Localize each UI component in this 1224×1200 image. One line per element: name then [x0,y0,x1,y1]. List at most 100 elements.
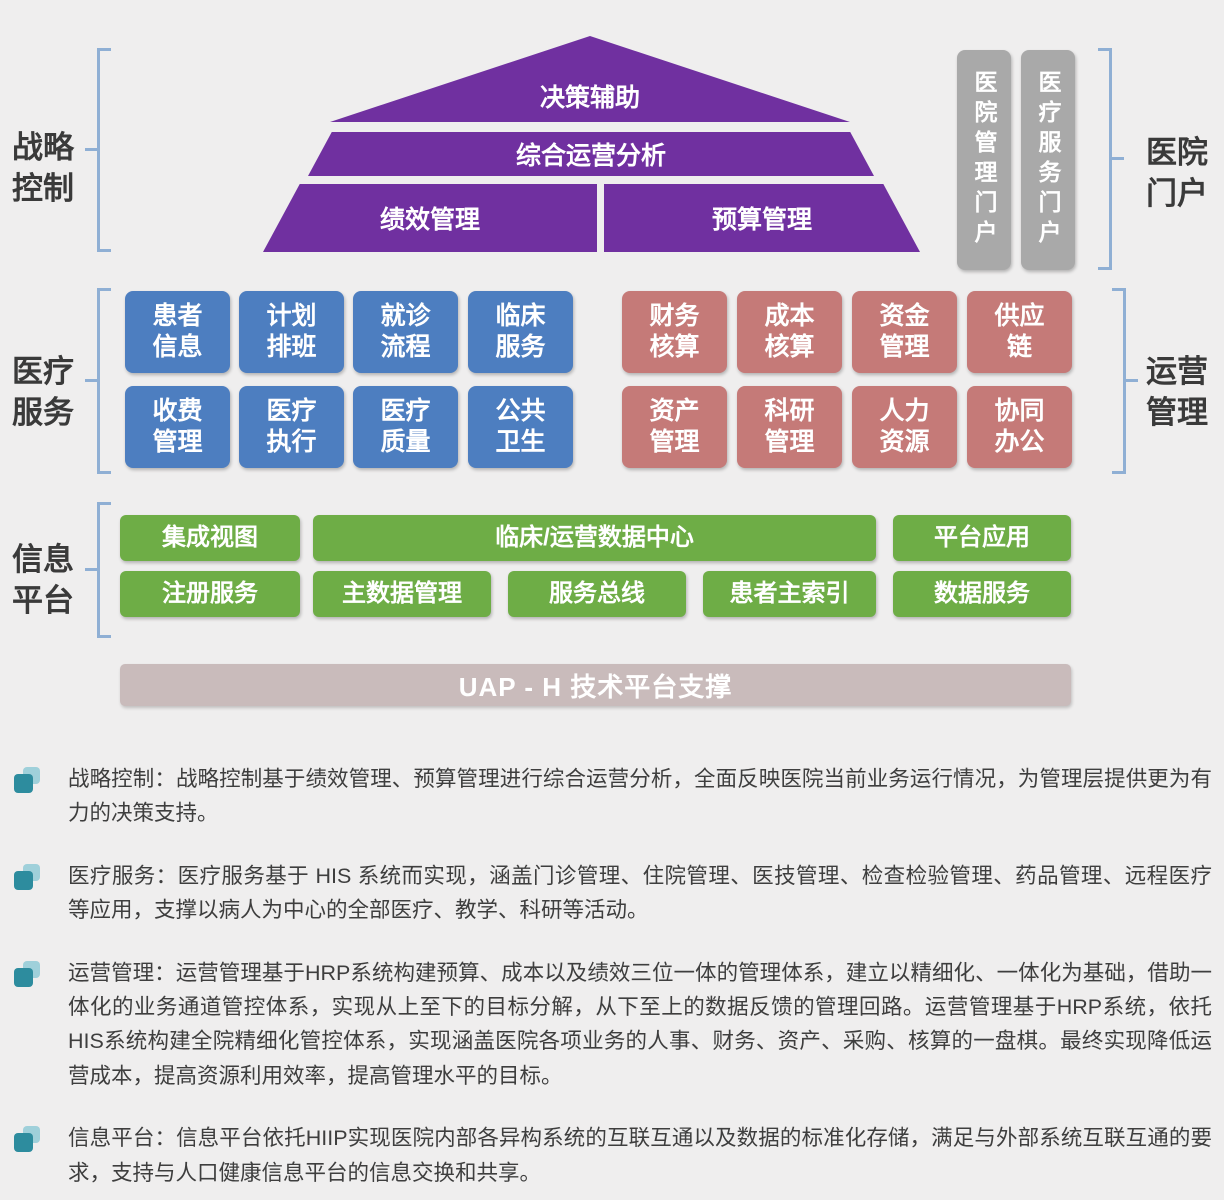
platform-bracket [85,502,111,638]
box-label: 供应 链 [994,301,1045,361]
pyramid-level-decision-support: 决策辅助 [330,36,850,122]
pyramid-bottom-left-label: 绩效管理 [379,206,480,234]
platform-box-master-data: 主数据管理 [313,571,491,617]
bracket-nub [85,148,97,151]
medical-bracket [85,288,111,474]
description-paragraph: 战略控制：战略控制基于绩效管理、预算管理进行综合运营分析，全面反映医院当前业务运… [68,762,1212,831]
portal-bar-management: 医院管理门户 [957,50,1011,270]
box-label: 财务 核算 [649,301,700,361]
platform-box-registration-service: 注册服务 [120,571,300,617]
box-label: 资产 管理 [649,396,700,456]
description-label: 运营管理： [68,960,176,985]
platform-box-platform-apps: 平台应用 [893,515,1071,561]
box-label: 临床 服务 [495,301,546,361]
pyramid-level-performance: 绩效管理 [263,184,597,252]
box-label: 人力 资源 [879,396,930,456]
platform-box-service-bus: 服务总线 [508,571,686,617]
operations-box-human-resources: 人力 资源 [852,386,957,468]
box-label: 医疗 执行 [266,396,317,456]
medical-box-billing: 收费 管理 [125,386,230,468]
portal-bar-management-label: 医院管理门户 [971,70,997,250]
platform-box-data-service: 数据服务 [893,571,1071,617]
description-body: 医疗服务基于 HIS 系统而实现，涵盖门诊管理、住院管理、医技管理、检查检验管理… [68,863,1212,923]
box-label: 患者主索引 [729,580,850,607]
medical-box-scheduling: 计划 排班 [239,291,344,373]
description-label: 医疗服务： [68,863,178,888]
portal-bar-service-label: 医疗服务门户 [1035,70,1061,250]
medical-box-medical-execution: 医疗 执行 [239,386,344,468]
bracket-line [97,48,100,252]
box-label: 患者 信息 [152,301,203,361]
description-information-platform: 信息平台：信息平台依托HIIP实现医院内部各异构系统的互联互通以及数据的标准化存… [14,1121,1212,1190]
bullet-front-square [14,1133,33,1153]
medical-box-clinical-service: 临床 服务 [468,291,573,373]
description-body: 战略控制基于绩效管理、预算管理进行综合运营分析，全面反映医院当前业务运行情况，为… [68,767,1212,826]
bracket-nub [85,568,97,571]
box-label: 计划 排班 [266,301,317,361]
description-label: 信息平台： [68,1126,177,1151]
description-operations-management: 运营管理：运营管理基于HRP系统构建预算、成本以及绩效三位一体的管理体系，建立以… [14,956,1212,1094]
box-label: 就诊 流程 [380,301,431,361]
pyramid-level-budget: 预算管理 [604,184,920,252]
bracket-tick-top [1098,48,1112,51]
operations-box-research-management: 科研 管理 [737,386,842,468]
bracket-tick-bottom [97,249,111,252]
description-body: 信息平台依托HIIP实现医院内部各异构系统的互联互通以及数据的标准化存储，满足与… [68,1126,1212,1185]
medical-box-patient-info: 患者 信息 [125,291,230,373]
box-label: 科研 管理 [764,396,815,456]
portal-side-label: 医院 门户 [1146,135,1208,211]
medical-box-visit-process: 就诊 流程 [353,291,458,373]
portal-bar-service: 医疗服务门户 [1021,50,1075,270]
platform-side-label: 信息 平台 [12,542,74,618]
bracket-line [1123,288,1126,474]
strategic-side-label: 战略 控制 [12,130,74,206]
bracket-line [97,502,100,638]
operations-bracket [1112,288,1138,474]
description-paragraph: 医疗服务：医疗服务基于 HIS 系统而实现，涵盖门诊管理、住院管理、医技管理、检… [68,859,1212,928]
description-medical-services: 医疗服务：医疗服务基于 HIS 系统而实现，涵盖门诊管理、住院管理、医技管理、检… [14,859,1212,928]
uap-platform-bar: UAP - H 技术平台支撑 [120,664,1071,706]
platform-box-integrated-view: 集成视图 [120,515,300,561]
bracket-nub [85,379,97,382]
strategic-bracket [85,48,111,252]
platform-box-patient-index: 患者主索引 [703,571,876,617]
bracket-tick-top [97,48,111,51]
bullet-front-square [14,967,33,987]
operations-box-cost-accounting: 成本 核算 [737,291,842,373]
box-label: 服务总线 [549,580,645,607]
bracket-nub [1112,157,1124,160]
description-strategic-control: 战略控制：战略控制基于绩效管理、预算管理进行综合运营分析，全面反映医院当前业务运… [14,762,1212,831]
bracket-tick-top [1112,288,1126,291]
pyramid-bottom-right-label: 预算管理 [711,206,812,234]
operations-box-supply-chain: 供应 链 [967,291,1072,373]
bracket-tick-bottom [1112,471,1126,474]
bracket-tick-bottom [1098,267,1112,270]
box-label: 医疗 质量 [380,396,431,456]
bracket-nub [1126,379,1138,382]
bullet-front-square [14,870,33,890]
uap-platform-label: UAP - H 技术平台支撑 [458,671,733,702]
operations-side-label: 运营 管理 [1146,354,1208,430]
portal-bracket [1098,48,1124,270]
bracket-line [97,288,100,474]
box-label: 集成视图 [162,524,258,551]
description-body: 运营管理基于HRP系统构建预算、成本以及绩效三位一体的管理体系，建立以精细化、一… [68,960,1212,1088]
description-paragraph: 信息平台：信息平台依托HIIP实现医院内部各异构系统的互联互通以及数据的标准化存… [68,1121,1212,1190]
box-label: 资金 管理 [879,301,930,361]
pyramid-top-label: 决策辅助 [539,84,640,112]
operations-box-fund-management: 资金 管理 [852,291,957,373]
bullet-icon [14,1126,40,1153]
operations-box-collaborative-office: 协同 办公 [967,386,1072,468]
platform-box-data-center: 临床/运营数据中心 [313,515,876,561]
bracket-tick-top [97,288,111,291]
bullet-icon [14,960,40,987]
medical-box-public-health: 公共 卫生 [468,386,573,468]
description-paragraph: 运营管理：运营管理基于HRP系统构建预算、成本以及绩效三位一体的管理体系，建立以… [68,956,1212,1094]
bullet-front-square [14,774,33,793]
box-label: 平台应用 [934,524,1030,551]
pyramid-middle-label: 综合运营分析 [515,142,666,170]
box-label: 公共 卫生 [495,396,546,456]
box-label: 成本 核算 [764,301,815,361]
bullet-icon [14,767,40,793]
bullet-icon [14,863,40,890]
